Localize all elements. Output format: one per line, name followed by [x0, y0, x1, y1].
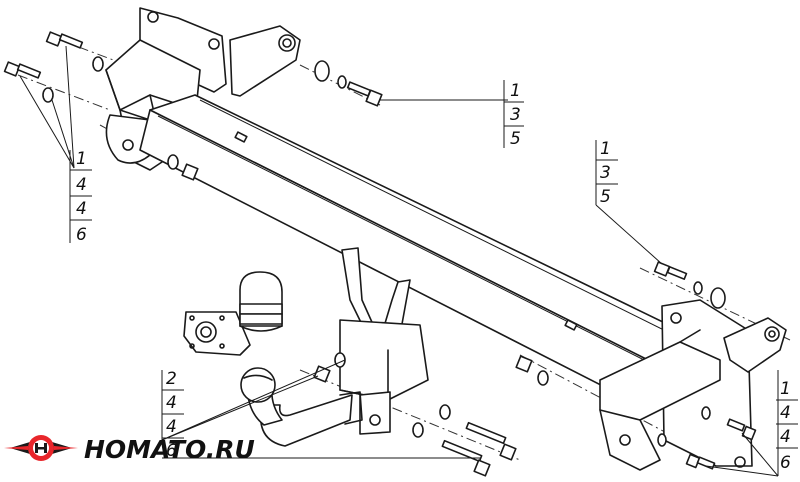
- callout-label: 4: [166, 393, 177, 413]
- bolt-top-right: [346, 81, 383, 107]
- bolt-top-left-2: [3, 61, 42, 79]
- callout-label: 4: [76, 199, 87, 219]
- socket-and-ball-cover: [183, 271, 283, 356]
- callout-label: 2: [166, 369, 177, 389]
- callout-label: 4: [780, 427, 791, 447]
- callout-label: 4: [780, 403, 791, 423]
- callout-mid-right: 1 3 5: [596, 139, 618, 207]
- washer-top-right-1: [314, 60, 330, 82]
- logo-emblem-icon: [4, 435, 78, 461]
- bolt-right-1: [726, 418, 757, 441]
- callout-label: 6: [76, 225, 87, 245]
- center-tow-bracket: [339, 247, 429, 435]
- washer-lower-2: [412, 422, 424, 438]
- callout-label: 3: [510, 105, 521, 125]
- washer-lower-1: [439, 404, 451, 420]
- callout-label: 1: [780, 379, 791, 399]
- callout-label: 1: [510, 81, 521, 101]
- washer-top-right-2: [337, 75, 347, 89]
- bolt-lower-2: [441, 439, 491, 477]
- bolt-lower-1: [465, 421, 517, 461]
- washer-left-3: [167, 154, 179, 170]
- callout-label: 6: [780, 453, 791, 473]
- callout-label: 4: [76, 175, 87, 195]
- callout-bottom-right: 1 4 4 6: [776, 379, 798, 473]
- left-mounting-bracket: [105, 7, 301, 171]
- washer-mid-right-2: [710, 287, 726, 309]
- callout-label: 3: [600, 163, 611, 183]
- washer-top-left-2: [42, 87, 54, 103]
- washer-right-2: [657, 433, 667, 447]
- nut-center-2: [515, 355, 533, 373]
- fasteners: [3, 31, 757, 477]
- bolt-top-left-1: [45, 31, 84, 49]
- washer-mid-right-1: [693, 281, 703, 295]
- bolt-mid-right: [653, 261, 688, 280]
- washer-right-1: [701, 406, 711, 420]
- callout-label: 5: [600, 187, 611, 207]
- tow-ball-arm: [240, 367, 363, 447]
- callout-top-left: 1 4 4 6: [70, 149, 92, 245]
- callout-label: 6: [166, 441, 177, 461]
- homato-logo: HOMATO.RU: [4, 435, 255, 464]
- callout-label: 4: [166, 417, 177, 437]
- washer-center-2: [537, 370, 549, 386]
- washer-center-1: [334, 352, 346, 368]
- washer-top-left-1: [92, 56, 104, 72]
- nut-center-1: [313, 365, 331, 383]
- callout-label: 1: [76, 149, 87, 169]
- callout-label: 1: [600, 139, 611, 159]
- callout-bottom-left: 2 4 4 6: [162, 369, 184, 461]
- right-mounting-bracket: [599, 299, 787, 471]
- bolt-right-2: [685, 453, 716, 470]
- callout-label: 5: [510, 129, 521, 149]
- logo-text: HOMATO.RU: [84, 435, 255, 464]
- nut-left: [181, 163, 199, 181]
- callout-top-right: 1 3 5: [504, 81, 524, 149]
